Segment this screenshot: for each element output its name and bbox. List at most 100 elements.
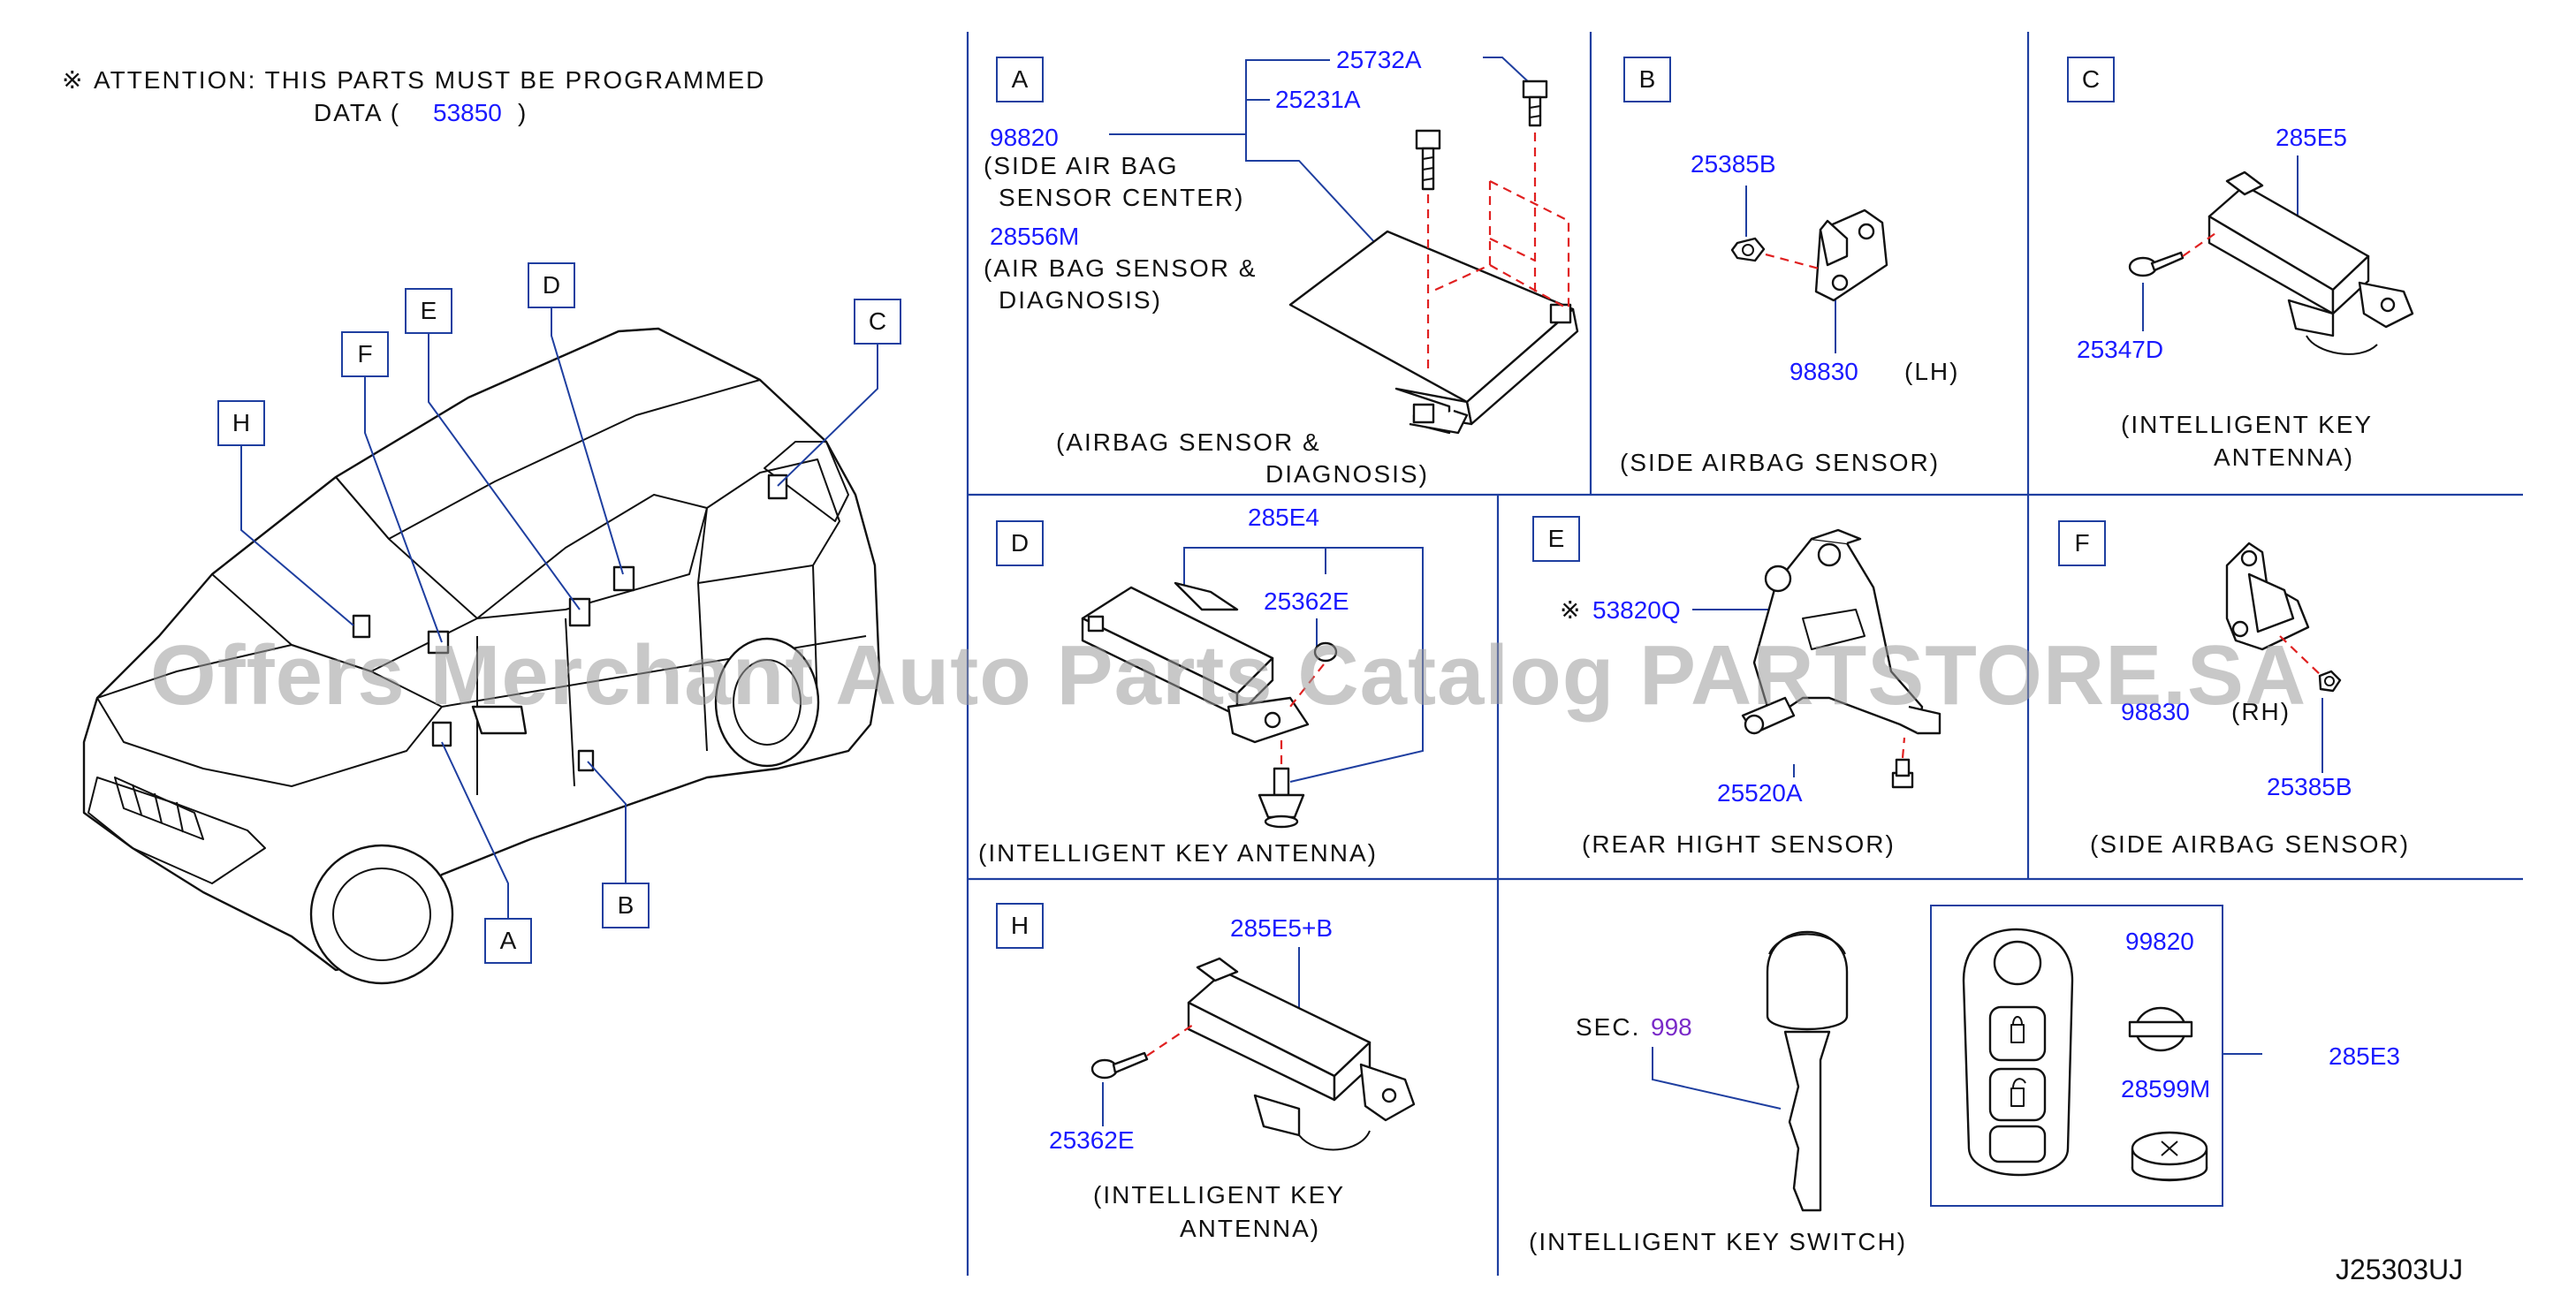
panel-h: H 285E5+B 25362E (INTELLIGENT KEY ANTENN…: [996, 903, 1416, 1242]
panel-e-mark: ※: [1560, 596, 1582, 624]
callout-b[interactable]: B: [587, 761, 650, 928]
panel-c: C 285E5 25347D (INTELLIGENT KEY ANTENNA): [2067, 57, 2414, 471]
attention-line2-suffix: ): [518, 99, 528, 126]
callout-e[interactable]: E: [405, 288, 581, 610]
panel-key-caption: (INTELLIGENT KEY SWITCH): [1529, 1228, 1907, 1255]
panel-c-caption-1: (INTELLIGENT KEY: [2121, 411, 2373, 438]
part-25385b[interactable]: 25385B: [1691, 150, 1776, 178]
part-25231a[interactable]: 25231A: [1275, 86, 1361, 113]
svg-text:F: F: [357, 340, 372, 368]
battery-28599m-icon: [2131, 1131, 2208, 1182]
panel-c-caption-2: ANTENNA): [2214, 443, 2354, 471]
panel-a: A 25732A 25231A 98820 (SIDE AIR BAG SENS…: [984, 46, 1579, 488]
panel-grid: [966, 32, 2523, 1276]
svg-text:A: A: [500, 927, 517, 954]
svg-text:E: E: [421, 297, 437, 324]
attention-note: ※ ATTENTION: THIS PARTS MUST BE PROGRAMM…: [62, 66, 764, 126]
panel-f: F 98830 (RH) 25385B (SIDE AIRBAG SENSOR): [2058, 520, 2410, 858]
side-rh: (RH): [2231, 698, 2291, 725]
panel-c-letter: C: [2082, 65, 2100, 93]
panel-e: E ※ 53820Q 25520A (REAR HIGHT SENSOR): [1532, 516, 1941, 858]
part-285e5-b[interactable]: 285E5+B: [1230, 914, 1333, 942]
intelligent-key-antenna-d-icon: [1081, 581, 1310, 744]
svg-text:B: B: [618, 891, 635, 919]
label-side-air-bag: (SIDE AIR BAG: [984, 152, 1179, 179]
side-airbag-sensor-rh-icon: [2225, 542, 2310, 651]
screw-25347d-icon: [2128, 251, 2185, 277]
panel-d-caption: (INTELLIGENT KEY ANTENNA): [978, 839, 1378, 867]
part-98830-lh[interactable]: 98830: [1790, 358, 1858, 385]
side-lh: (LH): [1904, 358, 1959, 385]
panel-f-letter: F: [2074, 529, 2089, 557]
side-airbag-sensor-lh-icon: [1814, 208, 1888, 302]
panel-a-caption-1: (AIRBAG SENSOR &: [1056, 428, 1321, 456]
panel-b-letter: B: [1639, 65, 1656, 93]
clip-25362e-icon: [1313, 641, 1338, 663]
screw-25362e-h-icon: [1090, 1051, 1149, 1080]
part-98820[interactable]: 98820: [990, 124, 1059, 151]
panel-c-letter-box: [2067, 57, 2115, 102]
panel-e-letter: E: [1548, 525, 1565, 552]
attention-part-number[interactable]: 53850: [433, 99, 502, 126]
panel-e-caption: (REAR HIGHT SENSOR): [1582, 830, 1896, 858]
panel-f-caption: (SIDE AIRBAG SENSOR): [2090, 830, 2410, 858]
emblem-99820-icon: [2128, 1006, 2193, 1052]
nut-25385b-icon: [1730, 237, 1766, 262]
part-25732a[interactable]: 25732A: [1336, 46, 1422, 73]
panel-b-caption: (SIDE AIRBAG SENSOR): [1620, 449, 1940, 476]
attention-mark: ※: [62, 66, 84, 94]
panel-a-caption-2: DIAGNOSIS): [1265, 460, 1429, 488]
part-25362e-d[interactable]: 25362E: [1264, 587, 1349, 615]
panel-d-letter: D: [1011, 529, 1029, 557]
part-285e3[interactable]: 285E3: [2329, 1042, 2400, 1070]
nut-f-icon: [2318, 670, 2342, 693]
callout-d[interactable]: D: [528, 262, 624, 575]
callout-a[interactable]: A: [441, 741, 532, 964]
svg-text:C: C: [869, 307, 886, 335]
watermark: Offers Merchant Auto Parts Catalog PARTS…: [150, 628, 2306, 723]
panel-a-letter-box: [996, 57, 1044, 102]
intelligent-key-antenna-h-icon: [1187, 957, 1416, 1151]
part-285e5[interactable]: 285E5: [2276, 124, 2347, 151]
key-fob-kit-box: [1930, 905, 2223, 1207]
panel-f-letter-box: [2058, 520, 2106, 566]
rear-height-sensor-icon: [1741, 528, 1941, 735]
panel-b: B 25385B 98830 (LH) (SIDE AIRBAG SENSOR): [1620, 57, 1959, 476]
panel-d-letter-box: [996, 520, 1044, 566]
sec-998-link[interactable]: 998: [1651, 1013, 1692, 1041]
panel-h-letter-box: [996, 903, 1044, 949]
part-25385b-f[interactable]: 25385B: [2267, 773, 2352, 800]
label-diagnosis: DIAGNOSIS): [999, 286, 1162, 314]
panel-a-letter: A: [1012, 65, 1029, 93]
airbag-sensor-module: [1288, 230, 1579, 435]
bolt-25732a-icon: [1522, 80, 1548, 127]
bolt-25231a-icon: [1415, 129, 1441, 191]
callout-c[interactable]: C: [777, 299, 901, 487]
panel-b-letter-box: [1623, 57, 1671, 102]
svg-text:H: H: [232, 409, 250, 436]
part-25347d[interactable]: 25347D: [2077, 336, 2163, 363]
part-99820[interactable]: 99820: [2125, 928, 2194, 955]
panel-e-letter-box: [1532, 516, 1580, 562]
callout-f[interactable]: H: [217, 400, 354, 626]
label-air-bag-sensor: (AIR BAG SENSOR &: [984, 254, 1257, 282]
panel-h-caption-1: (INTELLIGENT KEY: [1093, 1181, 1345, 1209]
part-53820q[interactable]: 53820Q: [1592, 596, 1681, 624]
part-285e4[interactable]: 285E4: [1248, 504, 1319, 531]
part-98830-rh[interactable]: 98830: [2121, 698, 2190, 725]
part-28556m[interactable]: 28556M: [990, 223, 1079, 250]
bolt-25520a-icon: [1891, 758, 1914, 789]
attention-line2-prefix: DATA (: [314, 99, 400, 126]
panel-d: D 285E4 25362E (INTELLIGENT KEY ANTENNA): [978, 504, 1424, 867]
grommet-d-icon: [1258, 767, 1305, 829]
part-28599m[interactable]: 28599M: [2121, 1075, 2210, 1103]
part-25362e-h[interactable]: 25362E: [1049, 1126, 1135, 1154]
sec-label: SEC.: [1576, 1013, 1640, 1041]
part-25520a[interactable]: 25520A: [1717, 779, 1803, 807]
intelligent-key-antenna-c-icon: [2207, 171, 2414, 355]
panel-h-caption-2: ANTENNA): [1180, 1215, 1320, 1242]
panel-h-letter: H: [1011, 912, 1029, 939]
callout-h[interactable]: F: [341, 331, 443, 643]
mechanical-key-icon: [1766, 931, 1849, 1212]
